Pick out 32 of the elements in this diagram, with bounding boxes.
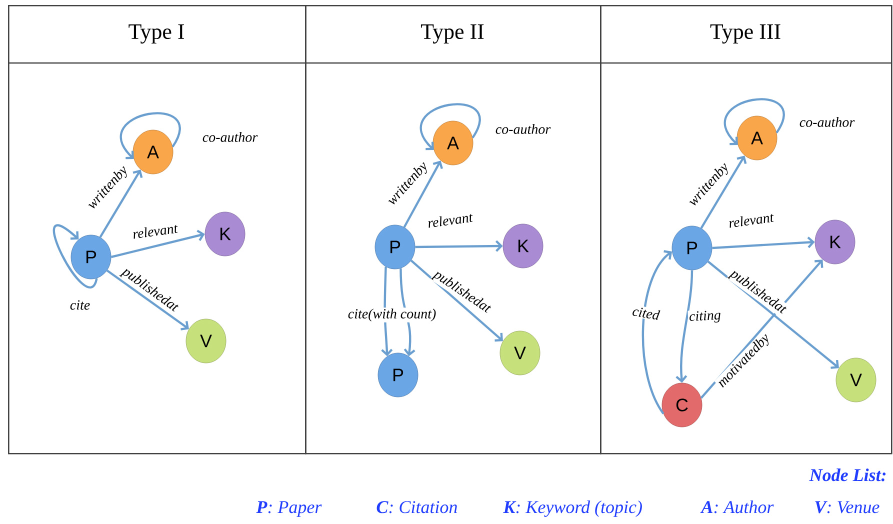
legend-text: V: Venue (815, 501, 880, 514)
edge-label: cited (630, 304, 662, 322)
arrow (700, 156, 747, 229)
edge-label: relevant (426, 210, 474, 230)
edge-label: co-author (798, 116, 856, 128)
arrow (420, 103, 481, 150)
arrow (53, 224, 98, 288)
edge-label: cite (68, 299, 92, 311)
arrow (403, 160, 443, 228)
arrow (410, 260, 503, 342)
legend-text: A: Author (700, 500, 774, 514)
legend-text: C: Citation (376, 501, 457, 514)
arrow (700, 260, 824, 399)
arrow (110, 230, 205, 258)
legend-text: P: Paper (256, 501, 322, 517)
arrow (381, 266, 393, 356)
edge-label: co-author (201, 131, 259, 143)
legend-text: Node List: (809, 468, 886, 482)
arrow (707, 260, 839, 369)
legend-text: K: Keyword (topic) (503, 500, 642, 517)
arrow (712, 236, 815, 250)
arrow (676, 270, 694, 383)
arrow (724, 98, 785, 146)
edge-label: co-author (494, 123, 552, 135)
arrow (99, 170, 143, 238)
edge-label: relevant (726, 210, 776, 230)
arrow (415, 240, 503, 252)
arrow (106, 270, 189, 330)
edge-label: citing (688, 309, 722, 325)
arrow (120, 112, 181, 160)
edge-label: relevant (130, 222, 180, 240)
arrow (642, 250, 672, 414)
